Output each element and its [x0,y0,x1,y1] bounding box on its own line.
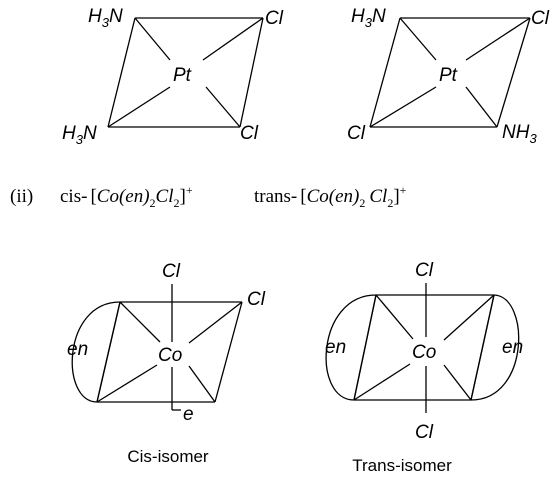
co-cis-bond-left-ligand [96,301,121,403]
pt-trans-bond-tr [465,17,531,61]
pt-trans-label-bottom-right: NH3 [502,122,537,146]
co-trans-bond-right-ligand [470,294,495,401]
pt-cis-edge-right [239,17,264,128]
pt-cis-label-top-left: H3N [88,6,123,30]
co-cis-bond-tl [119,301,161,343]
co-cis-label-left-ligand: en [67,339,88,360]
co-cis-label-bottom-ligand: e [183,404,194,425]
co-trans-complex: Cl Co en en Cl Trans-isomer [325,260,523,475]
co-trans-bond-tl [375,294,414,340]
co-trans-bond-left-ligand [353,294,377,401]
pt-cis-bond-tr [202,17,264,61]
pt-cis-bond-bl [107,86,171,128]
co-cis-bond-bl [96,364,158,403]
pt-trans-complex: H3N Cl Pt Cl NH3 [347,6,550,146]
co-trans-label-top: Cl [415,260,434,281]
pt-trans-bond-tl [399,17,437,61]
co-cis-caption: Cis-isomer [127,447,209,466]
pt-trans-edge-left [369,17,401,128]
pt-trans-bond-bl [369,86,437,128]
pt-cis-bond-br [205,86,241,128]
co-trans-label-right-ligand: en [502,337,523,358]
co-cis-label-top-right: Cl [247,289,266,310]
co-cis-edge-right [214,301,243,403]
co-cis-bond-br [188,365,216,403]
pt-cis-label-bottom-right: Cl [240,123,259,144]
pt-cis-label-center: Pt [173,65,192,86]
pt-trans-bond-br [465,86,498,128]
pt-cis-bond-tl [134,17,171,61]
co-trans-bond-bl [353,363,411,401]
co-trans-label-left-ligand: en [325,337,346,358]
pt-cis-label-bottom-left: H3N [62,123,97,147]
pt-cis-label-top-right: Cl [265,8,284,29]
pt-trans-label-bottom-left: Cl [347,123,366,144]
formula-number: (ii) [10,186,33,207]
pt-cis-edge-left [107,17,136,128]
co-trans-en-arc-right [470,294,520,401]
pt-cis-complex: H3N Cl Pt H3N Cl [62,6,284,147]
co-trans-label-bottom: Cl [415,422,434,443]
co-trans-bond-tr [443,294,495,341]
pt-trans-edge-right [496,17,531,128]
co-cis-complex: Cl Cl Co en e Cis-isomer [67,261,266,466]
co-trans-label-center: Co [412,342,436,363]
co-trans-en-arc-left [325,294,377,401]
pt-trans-label-top-left: H3N [351,6,386,30]
co-cis-bond-tr [188,301,243,344]
co-trans-bond-br [443,364,472,401]
co-cis-label-top: Cl [162,261,181,282]
pt-trans-label-top-right: Cl [531,8,550,29]
pt-trans-label-center: Pt [439,65,458,86]
co-cis-en-arc [71,301,121,403]
cis-formula: cis-[Co(en)2Cl2]+ [60,183,193,210]
co-cis-label-center: Co [158,345,182,366]
co-trans-caption: Trans-isomer [352,456,452,475]
